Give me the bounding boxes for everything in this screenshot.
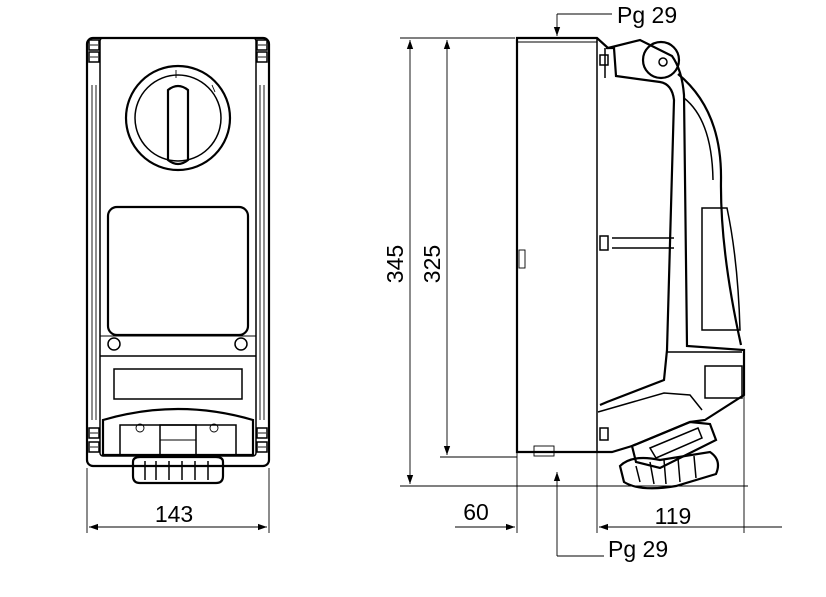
hinge-icon bbox=[641, 40, 681, 80]
front-cover-plate bbox=[99, 37, 257, 457]
side-housing-outline bbox=[515, 36, 746, 454]
side-view bbox=[515, 36, 746, 490]
width-label: 143 bbox=[155, 501, 193, 527]
socket-ring-icon bbox=[131, 455, 225, 485]
socket-flap-outline bbox=[101, 407, 255, 457]
height-overall-label: 345 bbox=[382, 245, 408, 283]
rotary-switch-icon bbox=[124, 64, 232, 172]
side-lid-outline bbox=[677, 73, 743, 346]
height-inner-label: 325 bbox=[419, 245, 445, 283]
front-indicator-left-icon bbox=[107, 337, 121, 351]
width-dimension: 143 bbox=[86, 468, 270, 533]
front-view bbox=[85, 36, 271, 485]
height-overall-dimension: 345 bbox=[382, 37, 748, 487]
cable-entry-bottom-callout: Pg 29 bbox=[553, 472, 668, 562]
depth-right-label: 119 bbox=[655, 503, 692, 529]
front-label-window bbox=[106, 205, 250, 337]
front-label-slot bbox=[113, 368, 243, 400]
side-socket-icon bbox=[618, 420, 720, 490]
depth-left-dimension: 60 bbox=[455, 452, 598, 533]
depth-right-dimension: 119 bbox=[599, 352, 782, 533]
height-inner-dimension: 325 bbox=[419, 40, 517, 458]
cable-entry-top-callout: Pg 29 bbox=[553, 2, 677, 36]
cable-entry-bottom-label: Pg 29 bbox=[608, 536, 668, 562]
front-housing-outline bbox=[85, 36, 271, 468]
cable-entry-top-label: Pg 29 bbox=[617, 2, 677, 28]
front-indicator-right-icon bbox=[234, 337, 248, 351]
mounting-screw-icon bbox=[88, 39, 268, 453]
depth-left-label: 60 bbox=[463, 499, 489, 525]
